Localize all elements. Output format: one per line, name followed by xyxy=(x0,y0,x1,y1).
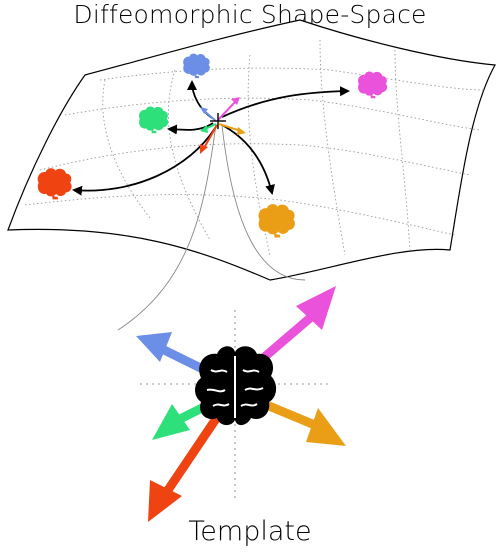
vector-orange-head xyxy=(306,408,346,446)
tangent-line-left xyxy=(117,124,217,331)
manifold-grid xyxy=(24,39,486,256)
geodesic-arrows xyxy=(72,80,350,196)
vector-blue-head xyxy=(136,332,172,362)
vector-green-head xyxy=(152,404,190,440)
vector-magenta-head xyxy=(296,286,336,330)
tangent-line-right xyxy=(221,124,306,281)
geodesic-to-magenta xyxy=(221,86,350,118)
vector-red-head xyxy=(148,480,182,522)
template-label: Template xyxy=(188,516,312,547)
geodesic-to-red xyxy=(72,124,218,196)
template-axes xyxy=(140,310,330,500)
diagram-title: Diffeomorphic Shape-Space xyxy=(73,0,427,29)
template-brain xyxy=(195,346,277,426)
tangent-arrows-small xyxy=(200,97,246,154)
geodesic-to-orange xyxy=(221,124,275,195)
geodesic-to-green xyxy=(167,122,214,135)
template-point-cross xyxy=(210,113,226,129)
